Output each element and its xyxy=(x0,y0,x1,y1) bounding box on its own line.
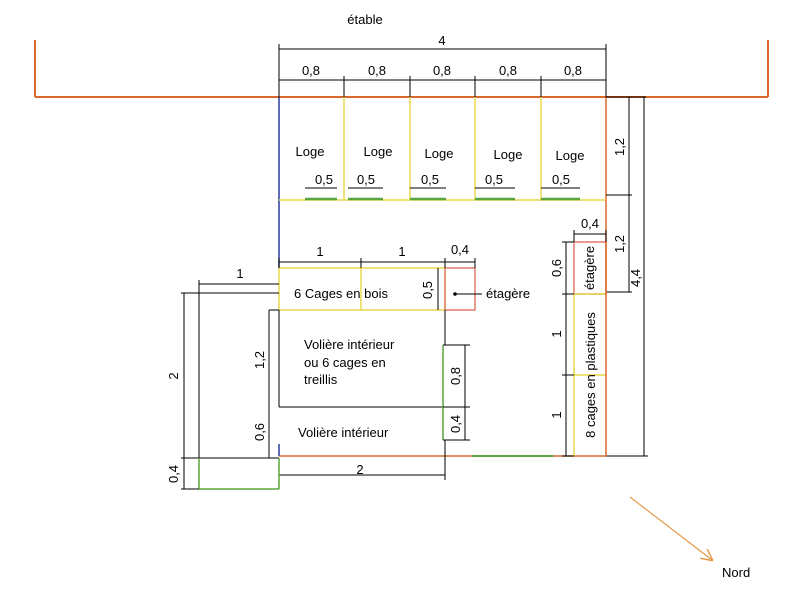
loge-door-width-3: 0,5 xyxy=(421,172,439,187)
loge-label-3: Loge xyxy=(425,146,454,161)
dimension-cage-a: 1 xyxy=(316,244,323,259)
plastic-cages-block xyxy=(573,200,607,456)
dimension-loge-width-1: 0,8 xyxy=(302,63,320,78)
plastic-cages-label: 8 cages en plastiques xyxy=(583,312,598,438)
dimension-loge-width-3: 0,8 xyxy=(433,63,451,78)
dimension-total-width-label: 4 xyxy=(438,33,445,48)
dimension-left-height: 2 xyxy=(166,372,181,379)
loge-label-1: Loge xyxy=(296,144,325,159)
dimension-plastic-b: 1 xyxy=(549,411,564,418)
loge-door-width-1: 0,5 xyxy=(315,172,333,187)
loge-label-2: Loge xyxy=(364,144,393,159)
dimension-aviary-low-height: 0,6 xyxy=(252,423,267,441)
shelf-box xyxy=(444,267,476,311)
aviary-label-line1: Volière intérieur xyxy=(304,337,395,352)
dimension-right-depths xyxy=(606,96,648,457)
dimension-middle-right-depth: 1,2 xyxy=(612,235,627,253)
dimension-aviary-right-b: 0,4 xyxy=(448,415,463,433)
loge-door-width-5: 0,5 xyxy=(552,172,570,187)
dimension-aviary-right-a: 0,8 xyxy=(448,367,463,385)
dimension-shelf-height: 0,5 xyxy=(420,281,435,299)
dimension-bottom-width-label: 2 xyxy=(356,462,363,477)
dimension-aviary-right xyxy=(443,344,470,441)
aviary-block xyxy=(268,309,446,458)
dimension-cage-b: 1 xyxy=(398,244,405,259)
wood-cages-label: 6 Cages en bois xyxy=(294,286,388,301)
dimension-loge-widths xyxy=(279,76,606,97)
shelf-label: étagère xyxy=(486,286,530,301)
dimension-aviary-height: 1,2 xyxy=(252,351,267,369)
dimension-loge-width-2: 0,8 xyxy=(368,63,386,78)
dimension-shelf-width: 0,4 xyxy=(451,242,469,257)
loges-block xyxy=(278,97,607,268)
aviary-low-label: Volière intérieur xyxy=(298,425,389,440)
right-shelf-label: étagère xyxy=(582,246,597,290)
dimension-loge-width-5: 0,8 xyxy=(564,63,582,78)
dimension-full-depth: 4,4 xyxy=(628,269,643,287)
dimension-total-width xyxy=(278,44,607,97)
dimension-left xyxy=(181,280,279,459)
loge-door-width-2: 0,5 xyxy=(357,172,375,187)
dimension-loge-width-4: 0,8 xyxy=(499,63,517,78)
dimension-cage-widths xyxy=(278,258,476,310)
dimension-top-right-depth: 1,2 xyxy=(612,138,627,156)
dimension-door-strip xyxy=(181,458,199,490)
dimension-right-shelf-width: 0,4 xyxy=(581,216,599,231)
aviary-label-line3: treillis xyxy=(304,372,338,387)
door-strip xyxy=(198,458,280,490)
aviary-label-line2: ou 6 cages en xyxy=(304,355,386,370)
dimension-left-offset: 1 xyxy=(236,266,243,281)
dimension-plastic-a: 1 xyxy=(549,330,564,337)
loge-label-4: Loge xyxy=(494,147,523,162)
loge-door-width-4: 0,5 xyxy=(485,172,503,187)
dimension-door-strip-label: 0,4 xyxy=(166,465,181,483)
north-arrow-icon xyxy=(629,496,712,560)
loge-label-5: Loge xyxy=(556,148,585,163)
barn-label: étable xyxy=(347,12,382,27)
north-label: Nord xyxy=(722,565,750,580)
dimension-right-shelf-height: 0,6 xyxy=(549,259,564,277)
dimension-plastic-cages xyxy=(562,230,607,457)
